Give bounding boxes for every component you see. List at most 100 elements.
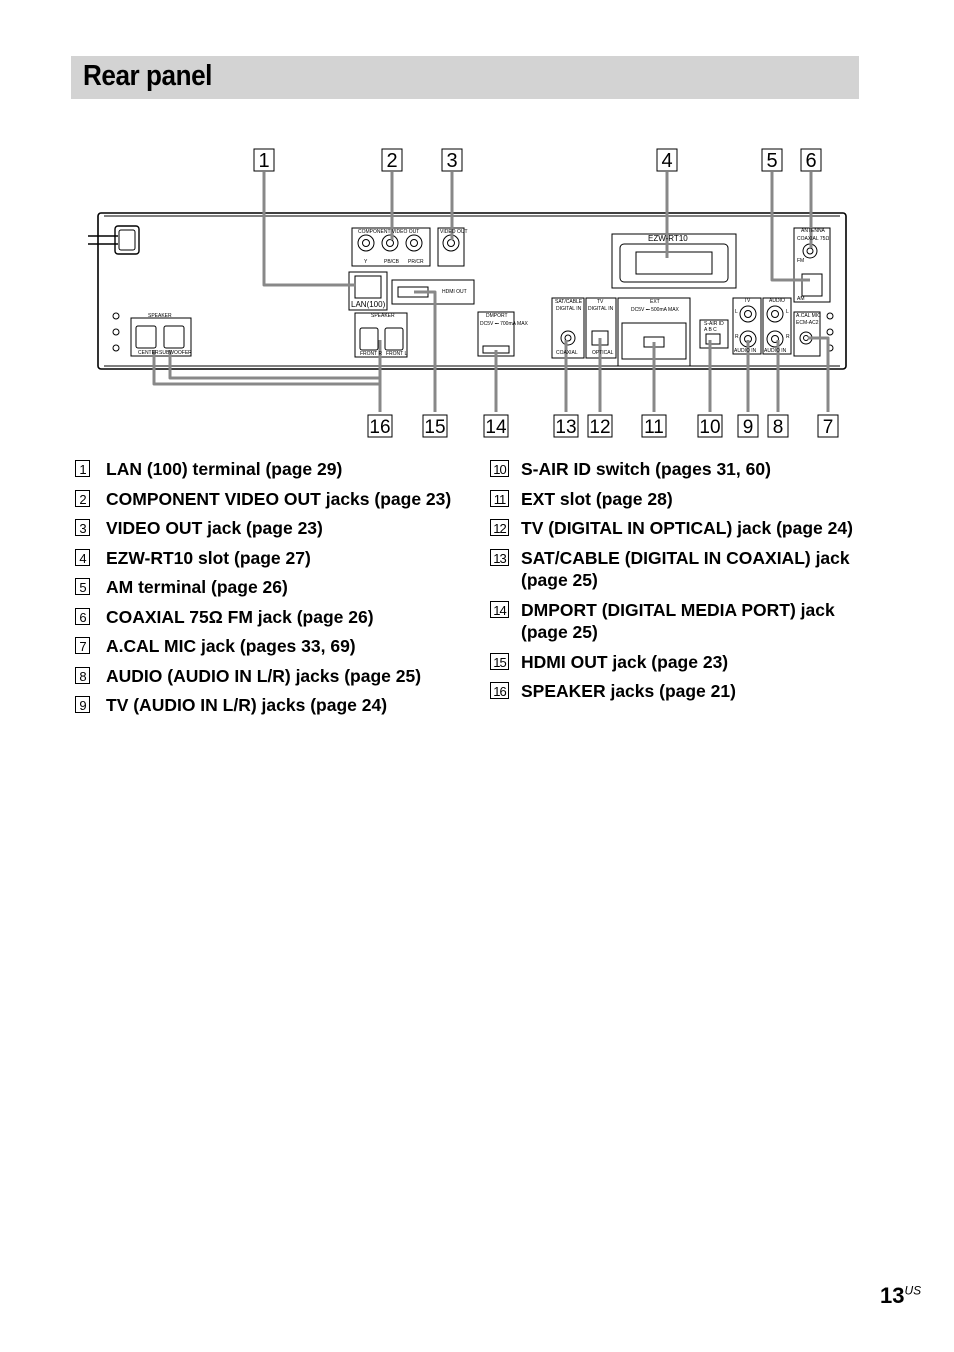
callout-4: 4 bbox=[661, 150, 672, 172]
label-tv-audio: TV bbox=[744, 298, 751, 304]
legend-text: TV (DIGITAL IN OPTICAL) jack (page 24) bbox=[521, 518, 853, 538]
legend-item: 12 TV (DIGITAL IN OPTICAL) jack (page 24) bbox=[490, 517, 865, 540]
legend-item: 1 LAN (100) terminal (page 29) bbox=[75, 458, 455, 481]
label-fm: FM bbox=[797, 258, 804, 264]
legend-number: 5 bbox=[75, 578, 90, 595]
label-front-l: FRONT L bbox=[386, 351, 408, 357]
page-number-value: 13 bbox=[880, 1283, 905, 1308]
legend-number: 14 bbox=[490, 600, 509, 618]
legend-text: AM terminal (page 26) bbox=[106, 577, 288, 597]
label-audio-in-audio: AUDIO IN bbox=[764, 348, 787, 354]
legend-item: 14 DMPORT (DIGITAL MEDIA PORT) jack (page… bbox=[490, 599, 865, 644]
callout-2: 2 bbox=[386, 150, 397, 172]
label-acal-mic: A.CAL MIC bbox=[796, 313, 821, 319]
label-video-out: VIDEO OUT bbox=[440, 229, 468, 235]
label-s-air-id: S-AIR ID bbox=[704, 321, 724, 327]
legend-text: HDMI OUT jack (page 23) bbox=[521, 651, 729, 672]
legend-number: 16 bbox=[490, 682, 509, 699]
page-number-suffix: US bbox=[904, 1283, 922, 1298]
label-l-audio: L bbox=[786, 309, 789, 315]
callout-15: 15 bbox=[424, 417, 445, 438]
legend-item: 13 SAT/CABLE (DIGITAL IN COAXIAL) jack (p… bbox=[490, 547, 865, 592]
legend-item: 15 HDMI OUT jack (page 23) bbox=[490, 651, 865, 674]
page-title: Rear panel bbox=[83, 60, 212, 92]
legend-text: A.CAL MIC jack (pages 33, 69) bbox=[106, 636, 356, 656]
label-digital-in-tv: DIGITAL IN bbox=[588, 306, 614, 312]
legend-text: VIDEO OUT jack (page 23) bbox=[106, 518, 323, 538]
label-pr: PR/CR bbox=[408, 259, 424, 265]
legend-number: 7 bbox=[75, 637, 90, 654]
legend-item: 5 AM terminal (page 26) bbox=[75, 576, 455, 599]
label-audio: AUDIO bbox=[769, 298, 785, 304]
power-cord bbox=[88, 235, 118, 245]
legend-item: 7 A.CAL MIC jack (pages 33, 69) bbox=[75, 635, 455, 658]
label-antenna: ANTENNA bbox=[801, 228, 826, 234]
callout-13: 13 bbox=[555, 417, 576, 438]
callout-9: 9 bbox=[743, 417, 754, 438]
legend-number: 9 bbox=[75, 696, 90, 713]
callout-12: 12 bbox=[589, 417, 610, 438]
page-number: 13US bbox=[880, 1283, 921, 1309]
callout-8: 8 bbox=[773, 417, 784, 438]
label-ezw: EZW-RT10 bbox=[648, 234, 688, 243]
label-digital-in-sat: DIGITAL IN bbox=[556, 306, 582, 312]
legend-number: 3 bbox=[75, 519, 90, 536]
callout-3: 3 bbox=[446, 150, 457, 172]
legend-text: SAT/CABLE (DIGITAL IN COAXIAL) jack (pag… bbox=[521, 547, 850, 591]
label-optical: OPTICAL bbox=[592, 350, 614, 356]
chassis-outline bbox=[97, 212, 847, 370]
acal-mic-block bbox=[793, 311, 821, 357]
label-dmport-spec: DC5V ⎓ 700mA MAX bbox=[480, 321, 529, 327]
legend-number: 12 bbox=[490, 519, 509, 536]
label-hdmi-out: HDMI OUT bbox=[442, 289, 467, 295]
legend-number: 13 bbox=[490, 548, 509, 566]
section-title-bar: Rear panel bbox=[71, 56, 859, 99]
legend-number: 1 bbox=[75, 460, 90, 477]
label-abc: A B C bbox=[704, 327, 717, 333]
label-center: CENTER bbox=[138, 350, 159, 356]
label-l-tv: L bbox=[735, 309, 738, 315]
label-subwoofer: SUBWOOFER bbox=[159, 350, 192, 356]
legend-number: 2 bbox=[75, 489, 90, 507]
legend-number: 8 bbox=[75, 666, 90, 684]
legend-number: 6 bbox=[75, 607, 90, 625]
legend-number: 11 bbox=[490, 489, 509, 507]
callout-10: 10 bbox=[699, 417, 720, 438]
label-lan: LAN(100) bbox=[351, 300, 386, 309]
label-dmport: DMPORT bbox=[486, 313, 508, 319]
legend-text: EZW-RT10 slot (page 27) bbox=[106, 547, 311, 568]
label-y: Y bbox=[364, 259, 368, 265]
label-audio-in-tv: AUDIO IN bbox=[734, 348, 757, 354]
callout-1: 1 bbox=[258, 150, 269, 172]
label-ext: EXT bbox=[650, 299, 660, 305]
label-component-video-out: COMPONENT VIDEO OUT bbox=[358, 229, 419, 235]
callout-16: 16 bbox=[369, 417, 390, 438]
lan-block bbox=[348, 271, 388, 311]
label-coaxial-75: COAXIAL 75Ω bbox=[797, 236, 829, 242]
legend-text: S-AIR ID switch (pages 31, 60) bbox=[521, 459, 771, 479]
callout-11: 11 bbox=[644, 417, 664, 438]
hdmi-block bbox=[391, 279, 475, 305]
callout-6: 6 bbox=[805, 150, 816, 172]
legend-text: LAN (100) terminal (page 29) bbox=[106, 459, 343, 479]
label-ext-spec: DC5V ⎓ 500mA MAX bbox=[631, 307, 680, 313]
callout-7: 7 bbox=[823, 417, 834, 438]
legend-item: 3 VIDEO OUT jack (page 23) bbox=[75, 517, 455, 540]
sat-cable-block bbox=[551, 297, 585, 359]
label-coaxial: COAXIAL bbox=[556, 350, 578, 356]
label-front-r: FRONT R bbox=[360, 351, 383, 357]
legend-text: EXT slot (page 28) bbox=[521, 488, 673, 509]
legend-number: 15 bbox=[490, 652, 509, 670]
legend-text: DMPORT (DIGITAL MEDIA PORT) jack (page 2… bbox=[521, 599, 835, 643]
label-speaker-center: SPEAKER bbox=[371, 313, 395, 319]
callout-14: 14 bbox=[485, 417, 507, 438]
